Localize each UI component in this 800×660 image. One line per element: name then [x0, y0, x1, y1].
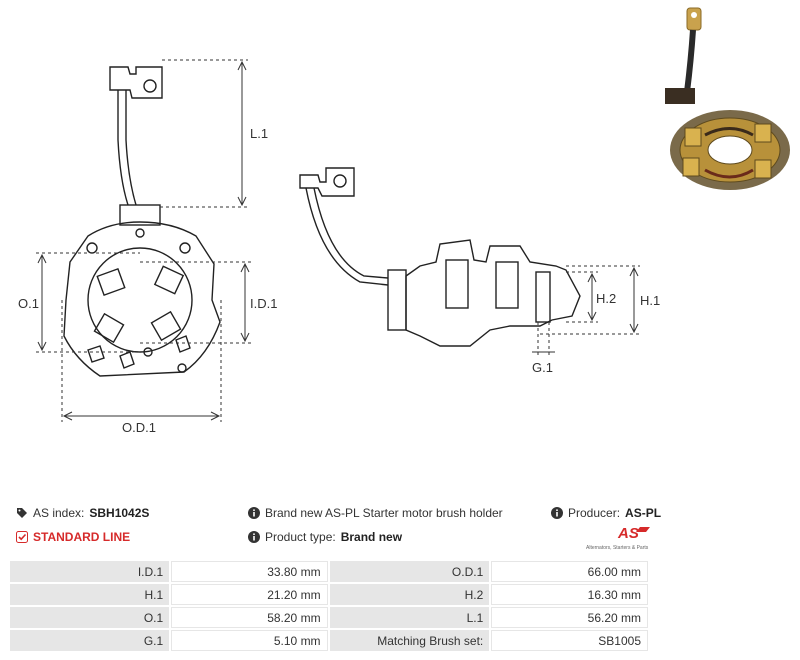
side-brush-box	[535, 271, 551, 323]
side-lead-wire-bottom	[313, 187, 389, 279]
logo-tagline: Alternators, Starters & Parts	[586, 545, 649, 551]
spec-label: O.1	[10, 607, 170, 628]
terminal-outline	[109, 66, 163, 99]
rivet-hole	[179, 242, 191, 254]
as-index-value: SBH1042S	[89, 506, 150, 520]
rivet-hole	[177, 363, 187, 373]
logo-text: AS	[617, 525, 639, 542]
side-brush-box	[495, 261, 519, 309]
info-icon	[248, 507, 260, 519]
spec-value: 58.20 mm	[171, 607, 328, 628]
brush-box	[150, 310, 182, 342]
side-brush-box	[445, 259, 469, 309]
tag-icon	[17, 508, 27, 518]
spec-value: SB1005	[491, 630, 648, 651]
dim-label-o1: O.1	[18, 296, 39, 311]
spec-value: 56.20 mm	[491, 607, 648, 628]
product-type: Product type: Brand new	[248, 530, 402, 544]
rivet-hole	[86, 242, 98, 254]
spec-label: H.2	[329, 584, 490, 605]
side-body	[405, 239, 581, 347]
spec-label: I.D.1	[10, 561, 170, 582]
spec-value: 5.10 mm	[171, 630, 328, 651]
dim-label-id1: I.D.1	[250, 296, 277, 311]
spec-label: G.1	[10, 630, 170, 651]
standard-line: STANDARD LINE	[16, 530, 130, 544]
product-info: AS index: SBH1042S Brand new AS-PL Start…	[0, 500, 800, 550]
spec-value: 21.20 mm	[171, 584, 328, 605]
technical-drawing: L.1 O.1 I.D.1 O.D.1 H.1 H.2 G.1	[18, 59, 660, 435]
connector-block	[119, 204, 161, 226]
product-photo	[665, 7, 790, 190]
brush-box	[93, 312, 125, 344]
spec-value: 33.80 mm	[171, 561, 328, 582]
terminal-hole	[143, 79, 157, 93]
dim-label-l1: L.1	[250, 126, 268, 141]
spec-label: O.D.1	[329, 561, 490, 582]
side-terminal-outline	[299, 167, 355, 197]
spec-label: L.1	[329, 607, 490, 628]
brush-box	[96, 267, 126, 297]
tab-outlines	[87, 335, 191, 369]
dim-label-h2: H.2	[596, 291, 616, 306]
rivet-hole	[135, 228, 145, 238]
spec-value: 66.00 mm	[491, 561, 648, 582]
description-text: Brand new AS-PL Starter motor brush hold…	[265, 506, 503, 520]
as-pl-logo: AS Alternators, Starters & Parts	[586, 525, 650, 551]
lead-wire-right	[125, 90, 137, 206]
product-type-label: Product type:	[265, 530, 336, 544]
lead-wire-left	[117, 90, 129, 206]
info-icon	[248, 531, 260, 543]
brush-holder-plate	[63, 221, 221, 377]
producer: Producer: AS-PL	[551, 506, 661, 520]
checkbox-icon	[16, 531, 28, 543]
side-lead-wire-top	[305, 187, 389, 286]
as-index: AS index: SBH1042S	[16, 506, 149, 520]
info-icon	[551, 507, 563, 519]
side-base	[387, 269, 407, 331]
producer-label: Producer:	[568, 506, 621, 520]
dim-label-od1: O.D.1	[122, 420, 156, 435]
brush-box	[153, 265, 185, 295]
rivet-hole	[143, 347, 153, 357]
dim-label-g1: G.1	[532, 360, 553, 375]
producer-value: AS-PL	[625, 506, 662, 520]
standard-line-text: STANDARD LINE	[33, 530, 131, 544]
spec-value: 16.30 mm	[491, 584, 648, 605]
as-index-label: AS index:	[33, 506, 85, 520]
side-terminal-hole	[333, 174, 347, 188]
description: Brand new AS-PL Starter motor brush hold…	[248, 506, 503, 520]
product-type-value: Brand new	[340, 530, 403, 544]
spec-label: Matching Brush set:	[329, 630, 490, 651]
dim-label-h1: H.1	[640, 293, 660, 308]
spec-label: H.1	[10, 584, 170, 605]
